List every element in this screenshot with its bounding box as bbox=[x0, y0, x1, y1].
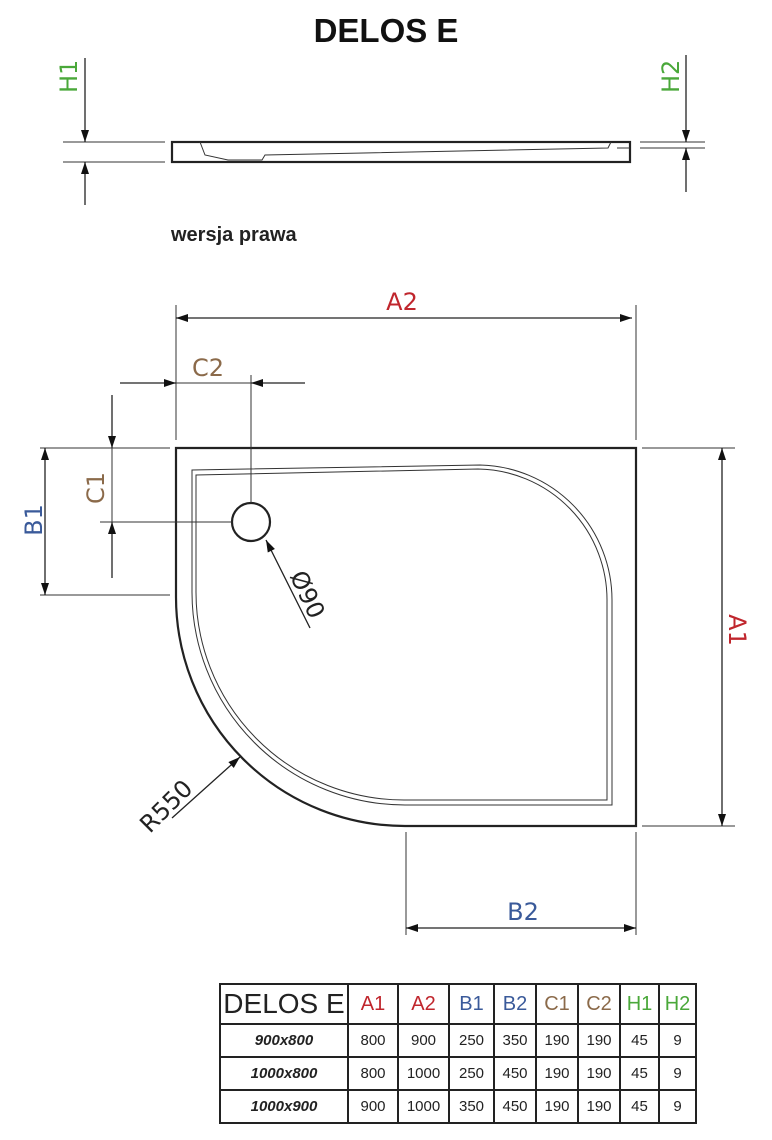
technical-drawing: H1 H2 A2 C2 C1 B1 A1 B2 Ø90 R550 bbox=[20, 55, 751, 935]
value-cell: 800 bbox=[347, 1023, 399, 1058]
header-a2: A2 bbox=[397, 983, 450, 1025]
value-cell: 250 bbox=[448, 1023, 495, 1058]
variant-label: wersja prawa bbox=[171, 224, 297, 246]
size-cell: 900x800 bbox=[219, 1023, 349, 1058]
h1-label: H1 bbox=[55, 60, 83, 93]
size-cell: 1000x900 bbox=[219, 1089, 349, 1124]
value-cell: 45 bbox=[619, 1023, 660, 1058]
b1-label: B1 bbox=[20, 504, 48, 536]
value-cell: 800 bbox=[347, 1056, 399, 1091]
diagram-title: DELOS E bbox=[313, 12, 459, 49]
header-a1: A1 bbox=[347, 983, 399, 1025]
side-view: H1 H2 bbox=[55, 55, 705, 205]
a2-label: A2 bbox=[386, 288, 418, 316]
header-h2: H2 bbox=[658, 983, 697, 1025]
table-row: 900x800 800 900 250 350 190 190 45 9 bbox=[219, 1023, 697, 1058]
value-cell: 250 bbox=[448, 1056, 495, 1091]
value-cell: 450 bbox=[493, 1089, 537, 1124]
header-b2: B2 bbox=[493, 983, 537, 1025]
dimensions-table: DELOS E A1 A2 B1 B2 C1 C2 H1 H2 900x800 … bbox=[219, 983, 697, 1124]
value-cell: 190 bbox=[577, 1089, 621, 1124]
value-cell: 350 bbox=[448, 1089, 495, 1124]
header-c2: C2 bbox=[577, 983, 621, 1025]
value-cell: 9 bbox=[658, 1023, 697, 1058]
radius-label: R550 bbox=[134, 774, 198, 838]
c1-label: C1 bbox=[82, 472, 110, 504]
value-cell: 900 bbox=[347, 1089, 399, 1124]
value-cell: 900 bbox=[397, 1023, 450, 1058]
header-c1: C1 bbox=[535, 983, 579, 1025]
value-cell: 190 bbox=[535, 1023, 579, 1058]
value-cell: 1000 bbox=[397, 1089, 450, 1124]
drain-diameter-label: Ø90 bbox=[284, 566, 330, 623]
value-cell: 45 bbox=[619, 1056, 660, 1091]
table-header-row: DELOS E A1 A2 B1 B2 C1 C2 H1 H2 bbox=[219, 983, 697, 1025]
value-cell: 190 bbox=[535, 1056, 579, 1091]
value-cell: 190 bbox=[535, 1089, 579, 1124]
table-row: 1000x800 800 1000 250 450 190 190 45 9 bbox=[219, 1056, 697, 1091]
c2-label: C2 bbox=[192, 354, 224, 382]
model-name-cell: DELOS E bbox=[219, 983, 349, 1025]
header-h1: H1 bbox=[619, 983, 660, 1025]
tray-top-view bbox=[174, 446, 638, 828]
value-cell: 9 bbox=[658, 1089, 697, 1124]
table-row: 1000x900 900 1000 350 450 190 190 45 9 bbox=[219, 1089, 697, 1124]
header-b1: B1 bbox=[448, 983, 495, 1025]
value-cell: 190 bbox=[577, 1056, 621, 1091]
a1-label: A1 bbox=[723, 614, 751, 646]
value-cell: 350 bbox=[493, 1023, 537, 1058]
value-cell: 190 bbox=[577, 1023, 621, 1058]
size-cell: 1000x800 bbox=[219, 1056, 349, 1091]
value-cell: 1000 bbox=[397, 1056, 450, 1091]
b2-label: B2 bbox=[507, 898, 539, 926]
value-cell: 9 bbox=[658, 1056, 697, 1091]
drain-icon bbox=[230, 501, 272, 543]
value-cell: 450 bbox=[493, 1056, 537, 1091]
value-cell: 45 bbox=[619, 1089, 660, 1124]
h2-label: H2 bbox=[657, 60, 685, 93]
